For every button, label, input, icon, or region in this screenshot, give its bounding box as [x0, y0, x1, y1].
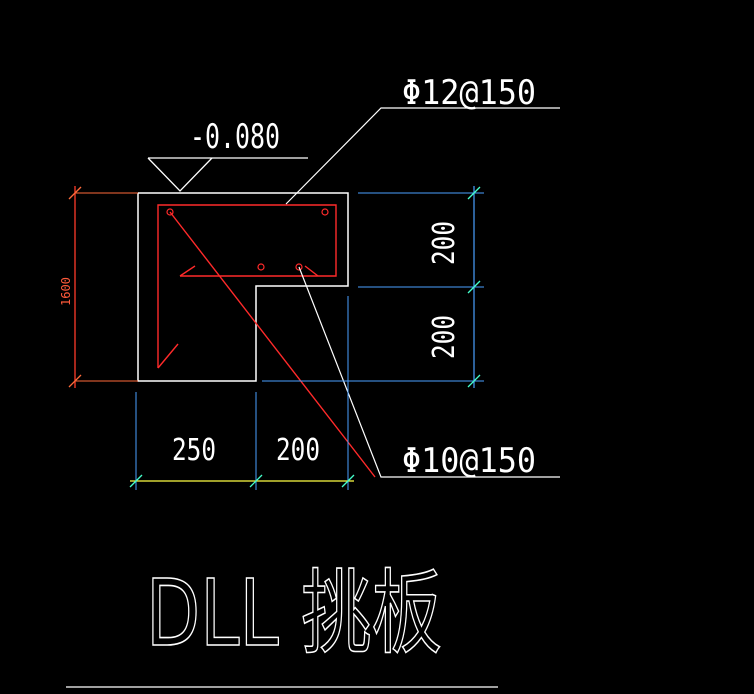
lower-dimension-label: 200 [427, 315, 462, 359]
right-dimensions [262, 186, 484, 388]
drawing-title: DLL 挑板 [146, 560, 442, 667]
left-width-label: 250 [172, 433, 216, 468]
rebar-cage [157, 204, 376, 478]
rebar-dots [166, 208, 329, 271]
bottom-rebar-label: Φ10@150 [402, 441, 536, 481]
height-dimension-label: 1600 [59, 277, 73, 306]
top-rebar-label: Φ12@150 [402, 73, 536, 113]
elevation-label: -0.080 [190, 117, 280, 157]
section-outline [137, 192, 349, 382]
upper-dimension-label: 200 [427, 221, 462, 265]
leader-lines [285, 107, 560, 478]
elevation-marker [147, 157, 308, 192]
right-width-label: 200 [276, 433, 320, 468]
height-dimension [68, 186, 138, 388]
bottom-dimensions [129, 296, 355, 490]
